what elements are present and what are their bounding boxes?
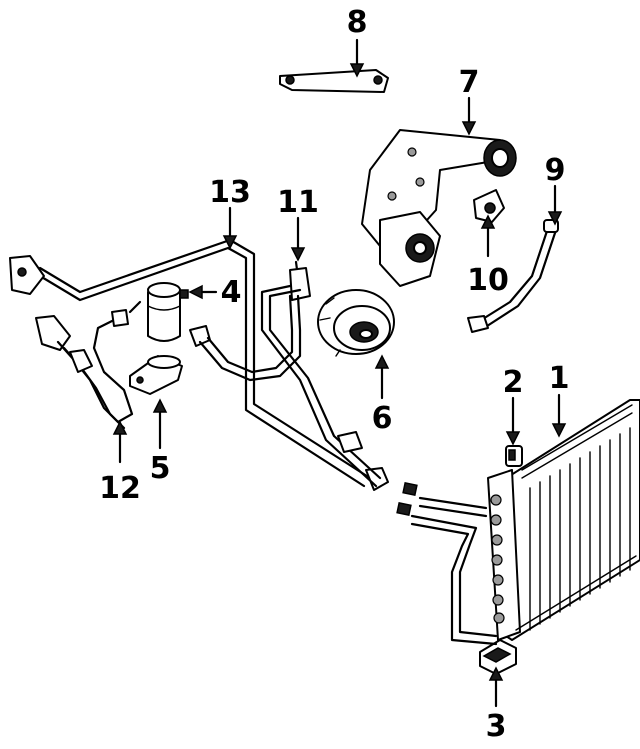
brace [279, 69, 389, 93]
callout-arrows [112, 38, 567, 708]
callout-1: 1 [549, 361, 570, 396]
callout-8: 8 [347, 5, 368, 40]
compressor [317, 289, 395, 357]
bushing [473, 189, 505, 223]
callout-3: 3 [486, 709, 507, 744]
accumulator [128, 282, 189, 342]
callout-labels: 1 2 3 4 5 6 7 8 9 10 11 12 13 [99, 5, 569, 744]
condenser-fitting [505, 445, 523, 467]
callout-9: 9 [545, 153, 566, 188]
condenser [487, 399, 640, 641]
callout-11: 11 [277, 185, 319, 220]
callout-10: 10 [467, 263, 509, 298]
callout-12: 12 [99, 471, 141, 506]
accumulator-bracket [129, 355, 183, 395]
condenser-lines [396, 481, 498, 646]
line-13 [9, 238, 389, 491]
callout-5: 5 [150, 451, 171, 486]
hose-12 [35, 309, 134, 430]
callout-13: 13 [209, 175, 251, 210]
callout-2: 2 [503, 365, 524, 400]
rod [467, 219, 559, 333]
suction-hose [189, 294, 302, 382]
callout-7: 7 [459, 65, 480, 100]
compressor-bracket [361, 129, 517, 287]
callout-6: 6 [372, 401, 393, 436]
condenser-insulator [479, 639, 517, 675]
callout-4: 4 [221, 275, 242, 310]
